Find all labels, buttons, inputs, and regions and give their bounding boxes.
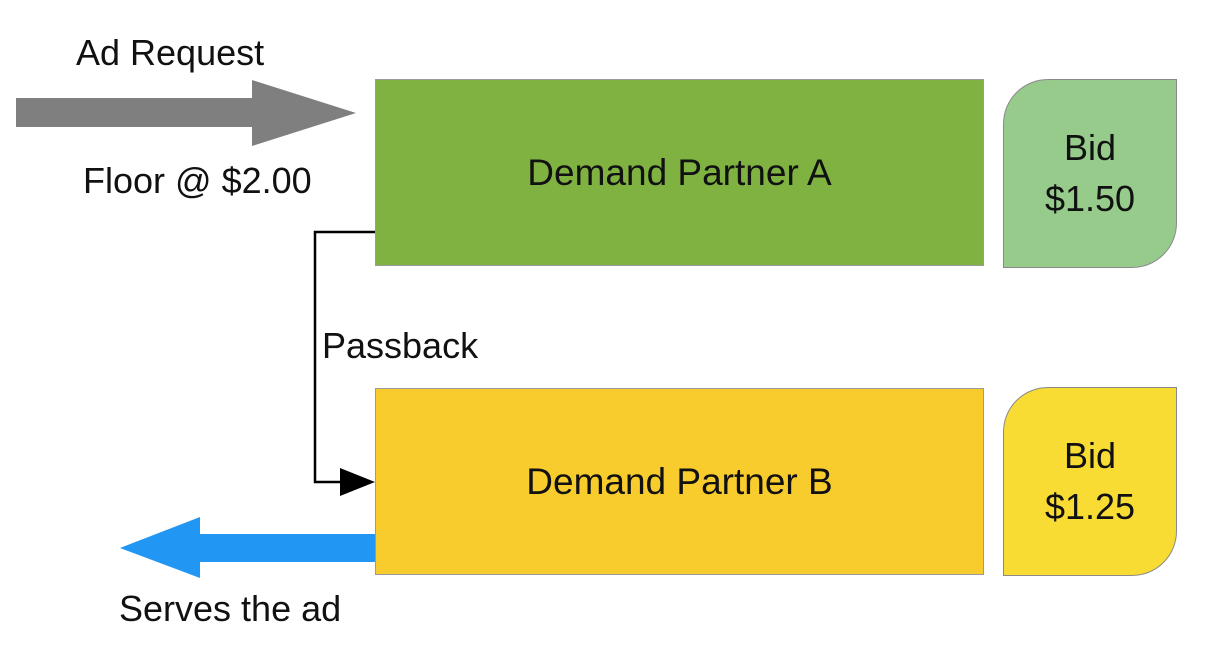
- passback-label: Passback: [322, 325, 479, 366]
- demand-partner-b-label: Demand Partner B: [526, 460, 833, 502]
- bid-b-value: $1.25: [1044, 485, 1136, 527]
- serves-ad-label: Serves the ad: [119, 588, 342, 629]
- demand-partner-b-box: Demand Partner B: [375, 388, 984, 575]
- passback-connector: [313, 230, 375, 484]
- bid-a-value: $1.50: [1044, 177, 1136, 219]
- serves-ad-arrow: [120, 517, 375, 578]
- demand-partner-a-label: Demand Partner A: [527, 151, 832, 193]
- bid-b-label: Bid: [1063, 435, 1117, 477]
- demand-partner-a-box: Demand Partner A: [375, 79, 984, 266]
- passback-arrowhead: [340, 468, 375, 496]
- bid-a-label: Bid: [1063, 127, 1117, 169]
- floor-label: Floor @ $2.00: [83, 160, 312, 201]
- ad-request-arrow: [16, 80, 356, 146]
- bid-b-box: Bid $1.25: [1003, 387, 1177, 576]
- bid-a-box: Bid $1.50: [1003, 79, 1177, 268]
- ad-request-label: Ad Request: [76, 32, 265, 73]
